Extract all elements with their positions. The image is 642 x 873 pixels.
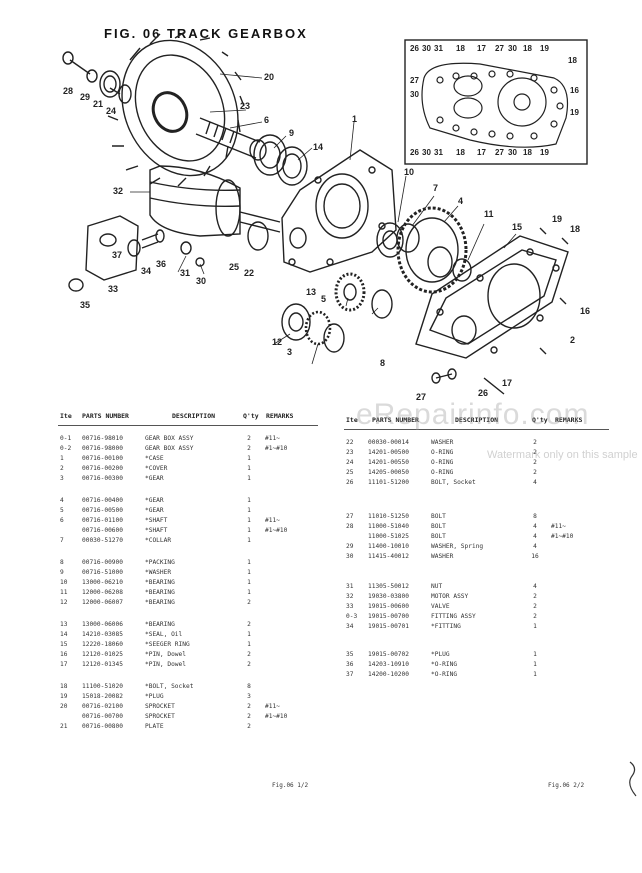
margin-mark-icon bbox=[629, 761, 637, 797]
inset-callout: 18 bbox=[523, 148, 532, 157]
callout: 19 bbox=[552, 214, 563, 224]
cover-drawing bbox=[415, 227, 569, 395]
inset-callout: 16 bbox=[570, 86, 579, 95]
sprocket-drawing bbox=[107, 31, 245, 187]
callout: 10 bbox=[404, 167, 415, 177]
inset-callout: 30 bbox=[508, 44, 517, 53]
page-footer-left: Fig.06 1/2 bbox=[272, 782, 309, 789]
inset-callout: 18 bbox=[456, 44, 465, 53]
right-header-qty: Q'ty bbox=[532, 416, 548, 424]
inset-callout: 31 bbox=[434, 44, 443, 53]
right-header-item: Ite bbox=[346, 416, 358, 424]
left-header-part-number: PARTS NUMBER bbox=[82, 412, 129, 420]
callout: 13 bbox=[306, 287, 317, 297]
callout: 24 bbox=[106, 106, 117, 116]
callout: 26 bbox=[478, 388, 489, 398]
inset-callout: 31 bbox=[434, 148, 443, 157]
callout: 37 bbox=[112, 250, 123, 260]
large-gear-drawing bbox=[396, 206, 472, 294]
left-header-item: Ite bbox=[60, 412, 72, 420]
callout: 15 bbox=[512, 222, 523, 232]
inset-callout: 27 bbox=[410, 76, 419, 85]
callout: 7 bbox=[433, 183, 439, 193]
callout: 32 bbox=[113, 186, 124, 196]
callout: 9 bbox=[289, 128, 295, 138]
callout: 14 bbox=[313, 142, 324, 152]
bearing-drawing bbox=[376, 222, 420, 258]
callout: 31 bbox=[180, 268, 191, 278]
callout: 23 bbox=[240, 101, 251, 111]
callout: 11 bbox=[484, 209, 494, 219]
callout: 28 bbox=[63, 86, 74, 96]
callout: 22 bbox=[244, 268, 255, 278]
callout-layer: 28 29 21 24 20 23 6 9 14 1 32 10 7 4 11 … bbox=[0, 0, 642, 402]
motor-drawing bbox=[149, 165, 281, 251]
inset-callout: 27 bbox=[495, 148, 504, 157]
inset-callout: 30 bbox=[410, 90, 419, 99]
inset-callout: 26 bbox=[410, 148, 419, 157]
gearbox-case-drawing bbox=[281, 149, 397, 273]
callout: 27 bbox=[416, 392, 427, 402]
exploded-view-diagram bbox=[62, 31, 588, 395]
callout: 25 bbox=[229, 262, 240, 272]
callout: 4 bbox=[458, 196, 464, 206]
callout: 3 bbox=[287, 347, 293, 357]
bolt-washer-drawing bbox=[62, 51, 132, 104]
inset-callout: 30 bbox=[422, 44, 431, 53]
inset-callout: 19 bbox=[540, 44, 549, 53]
callout: 33 bbox=[108, 284, 119, 294]
page-footer-right: Fig.06 2/2 bbox=[548, 782, 585, 789]
callout: 29 bbox=[80, 92, 91, 102]
callout: 12 bbox=[272, 337, 283, 347]
callout: 30 bbox=[196, 276, 207, 286]
callout: 2 bbox=[570, 335, 576, 345]
right-header-rule bbox=[344, 429, 609, 430]
right-header-description: DESCRIPTION bbox=[455, 416, 499, 424]
inset-callout: 18 bbox=[456, 148, 465, 157]
callout: 20 bbox=[264, 72, 275, 82]
watermark-subtext: Watermark only on this sample bbox=[487, 449, 638, 461]
inset-callout: 17 bbox=[477, 44, 486, 53]
inset-callout: 17 bbox=[477, 148, 486, 157]
inset-callout: 19 bbox=[570, 108, 579, 117]
inset-callout: 19 bbox=[540, 148, 549, 157]
valve-drawing bbox=[68, 215, 205, 292]
callout: 8 bbox=[380, 358, 386, 368]
callout: 6 bbox=[264, 115, 270, 125]
callout: 16 bbox=[580, 306, 591, 316]
inset-detail-panel bbox=[404, 39, 588, 165]
watermark-text: eRepairinfo.com bbox=[356, 398, 590, 431]
callout: 21 bbox=[93, 99, 104, 109]
callout: 17 bbox=[502, 378, 513, 388]
inset-callout: 26 bbox=[410, 44, 419, 53]
shaft-drawing bbox=[195, 117, 308, 186]
callout: 1 bbox=[352, 114, 358, 124]
right-header-remarks: REMARKS bbox=[555, 416, 583, 424]
callout: 36 bbox=[156, 259, 167, 269]
left-header-description: DESCRIPTION bbox=[172, 412, 216, 420]
inset-callout: 30 bbox=[508, 148, 517, 157]
callout: 18 bbox=[570, 224, 581, 234]
inset-callout: 30 bbox=[422, 148, 431, 157]
figure-title: FIG. 06 TRACK GEARBOX bbox=[104, 26, 308, 41]
inset-callout: 18 bbox=[523, 44, 532, 53]
callout: 34 bbox=[141, 266, 152, 276]
leader-lines bbox=[130, 73, 517, 365]
right-header-part-number: PARTS NUMBER bbox=[372, 416, 419, 424]
inset-callout: 27 bbox=[495, 44, 504, 53]
callout: 35 bbox=[80, 300, 91, 310]
callout: 5 bbox=[321, 294, 327, 304]
inset-callout: 18 bbox=[568, 56, 577, 65]
left-header-rule bbox=[58, 425, 318, 426]
left-header-remarks: REMARKS bbox=[266, 412, 294, 420]
left-header-qty: Q'ty bbox=[243, 412, 259, 420]
